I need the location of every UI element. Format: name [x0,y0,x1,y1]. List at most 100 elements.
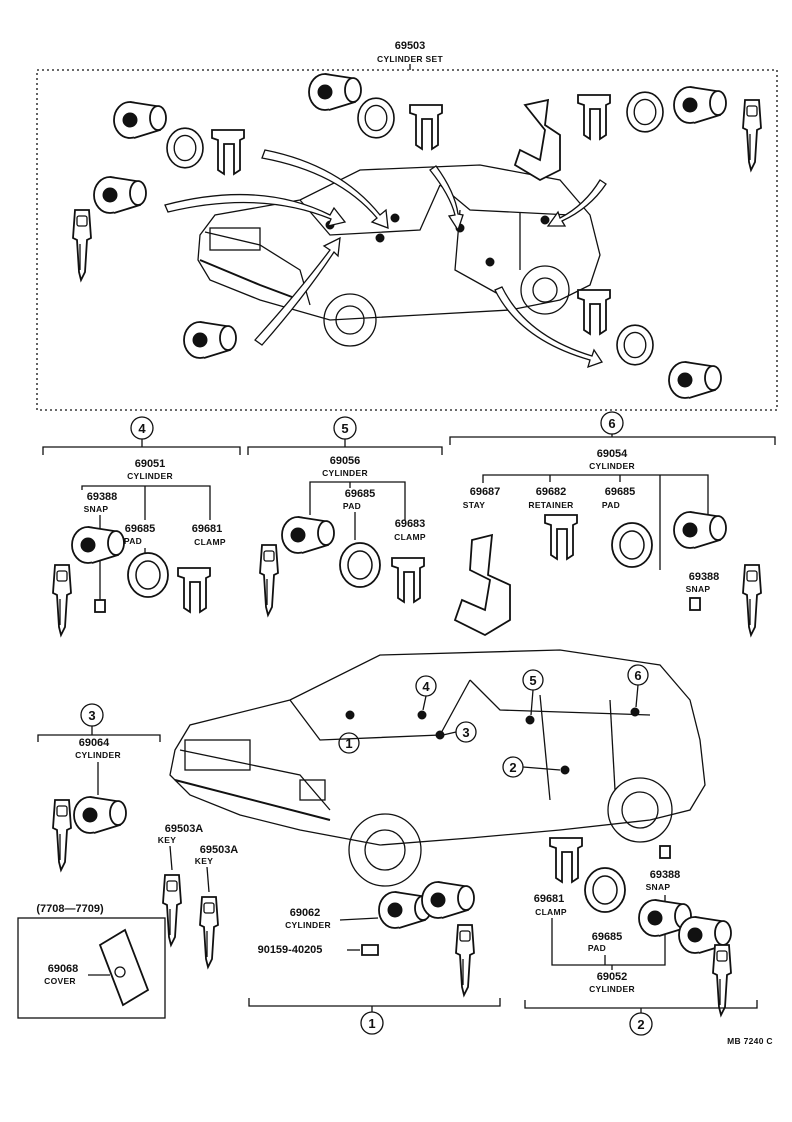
cover-date-range: (7708—7709) [36,903,104,915]
top-cylinder-6 [673,86,727,124]
group-6-pad-label: PAD [602,500,620,510]
arrow [254,236,341,346]
key-2-label: KEY [195,856,213,866]
drawing-code: MB 7240 C [727,1036,773,1046]
group-3-cylinder [73,796,127,834]
group-1: 69062 CYLINDER 90159-40205 1 [248,881,501,1035]
top-car-drawing [197,164,601,347]
group-5-clamp-number: 69683 [395,518,426,530]
svg-text:3: 3 [88,708,95,723]
group-6-cylinder [673,511,727,549]
car-callout-3: 3 [442,721,477,743]
group-1-cylinder-number: 69062 [290,907,321,919]
cylinder-set-panel: 69503 CYLINDER SET [36,40,778,411]
top-clamp-5 [409,104,443,150]
car-callout-4: 4 [415,675,437,711]
group-3-cylinder-number: 69064 [79,737,110,749]
group-1-key [455,924,475,996]
main-car-drawing [169,649,706,887]
top-clamp-2 [577,289,611,335]
group-5-pad-label: PAD [343,501,361,511]
key-2-number: 69503A [200,844,239,856]
cover-panel: (7708—7709) 69068 COVER [17,903,166,1019]
group-6-stay-label: STAY [463,500,485,510]
group-2-snap-number: 69388 [650,869,681,881]
arrow [429,165,464,232]
group-5-clamp [391,557,425,603]
group-6-cylinder-number: 69054 [597,448,628,460]
car-callout-5: 5 [522,669,544,716]
group-2-snap-label: SNAP [646,882,671,892]
group-6-stay-number: 69687 [470,486,501,498]
arrow [261,149,389,229]
svg-text:6: 6 [608,416,615,431]
group-4-clamp-label: CLAMP [194,537,226,547]
top-key-3 [72,209,92,281]
top-cylinder-2 [668,361,722,399]
group-2-pad [584,867,626,913]
group-6-snap [689,597,701,611]
group-3: 3 69064 CYLINDER [37,703,161,871]
svg-text:2: 2 [509,760,516,775]
svg-text:1: 1 [368,1016,375,1031]
svg-text:2: 2 [637,1017,644,1032]
top-retainer-6 [577,94,611,140]
key-blank-1: 69503A KEY [158,823,203,946]
group-2-clamp-label: CLAMP [535,907,567,917]
group-4-snap-label: SNAP [84,504,109,514]
group-2-cylinder-label: CYLINDER [589,984,635,994]
group-4-snap-number: 69388 [87,491,118,503]
group-5-pad-number: 69685 [345,488,376,500]
group-2-pad-label: PAD [588,943,606,953]
group-3-cylinder-label: CYLINDER [75,750,121,760]
group-4-pad-label: PAD [124,536,142,546]
group-2-callout [629,1012,653,1036]
group-6-retainer-label: RETAINER [528,500,573,510]
group-6-pad [611,522,653,568]
car-callout-2: 2 [502,756,561,778]
key-blank-2: 69503A KEY [195,844,239,968]
group-4-cylinder [71,526,125,564]
cylinder-set-number: 69503 [395,40,426,52]
key-1-label: KEY [158,835,176,845]
svg-text:6: 6 [634,668,641,683]
group-2-cylinder-number: 69052 [597,971,628,983]
group-2-pad-number: 69685 [592,931,623,943]
group-4-clamp [177,567,211,613]
group-2-key [712,944,732,1016]
group-1-screw [361,944,379,956]
group-5-key [259,544,279,616]
group-4: 4 69051 CYLINDER 69388 SNAP 69685 PAD 69… [42,416,241,636]
group-2-clamp [549,837,583,883]
group-6-snap-number: 69388 [689,571,720,583]
svg-text:4: 4 [422,679,430,694]
group-6: 6 69054 CYLINDER 69687 STAY 69682 RETAIN… [449,411,776,637]
top-pad-2 [616,324,654,366]
svg-text:5: 5 [529,673,536,688]
top-key-6 [742,99,762,171]
top-stay-6 [513,98,561,182]
svg-text:4: 4 [138,421,146,436]
group-4-snap [94,599,106,613]
group-2: 69681 CLAMP 69685 PAD 69388 SNAP 69052 C… [524,837,758,1036]
group-1-screw-number: 90159-40205 [258,944,323,956]
group-1-callout [360,1011,384,1035]
group-4-clamp-number: 69681 [192,523,223,535]
group-5-cylinder-label: CYLINDER [322,468,368,478]
group-1-cylinder-body [421,881,475,919]
cover-label: COVER [44,976,76,986]
group-4-key [52,564,72,636]
top-pad-6 [626,91,664,133]
cover-number: 69068 [48,963,79,975]
car-callout-1: 1 [338,732,360,754]
top-cylinder-1 [183,321,237,359]
top-cylinder-4 [113,101,167,139]
group-5: 5 69056 CYLINDER 69685 PAD 69683 CLAMP [247,416,443,616]
group-1-cylinder-label: CYLINDER [285,920,331,930]
car-callout-6: 6 [627,664,649,708]
group-2-snap [659,845,671,859]
group-6-snap-label: SNAP [686,584,711,594]
group-5-pad [339,542,381,588]
group-5-cylinder-number: 69056 [330,455,361,467]
